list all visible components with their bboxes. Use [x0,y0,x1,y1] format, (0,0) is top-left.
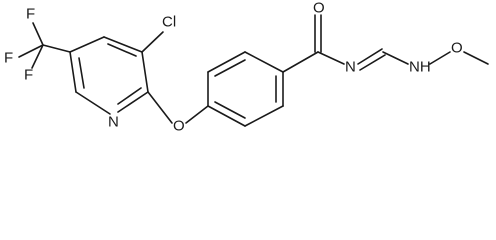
atom-f-left: F [4,50,13,67]
atom-f-bottom: F [24,67,33,84]
pyridine-ring-bonds [69,36,149,115]
atom-nh: NH [409,59,431,76]
formimidamide-bonds [357,48,489,71]
molecule-drawing: F F F Cl N O O N NH O [4,0,489,135]
benzene-ring-bonds [207,51,284,127]
atom-cl: Cl [162,14,176,31]
cf3-bonds [18,22,71,69]
atom-n-imine: N [345,59,356,76]
atom-n-pyridine: N [108,114,119,131]
structure-diagram: F F F Cl N O O N NH O [4,0,489,135]
atom-f-top: F [26,6,35,23]
bond-cl [141,31,164,53]
ether-bonds [147,91,209,124]
atom-o-methoxy: O [451,40,463,57]
atom-o-carbonyl: O [313,0,325,17]
amide-bonds [282,14,345,73]
atom-o-ether: O [173,118,185,135]
